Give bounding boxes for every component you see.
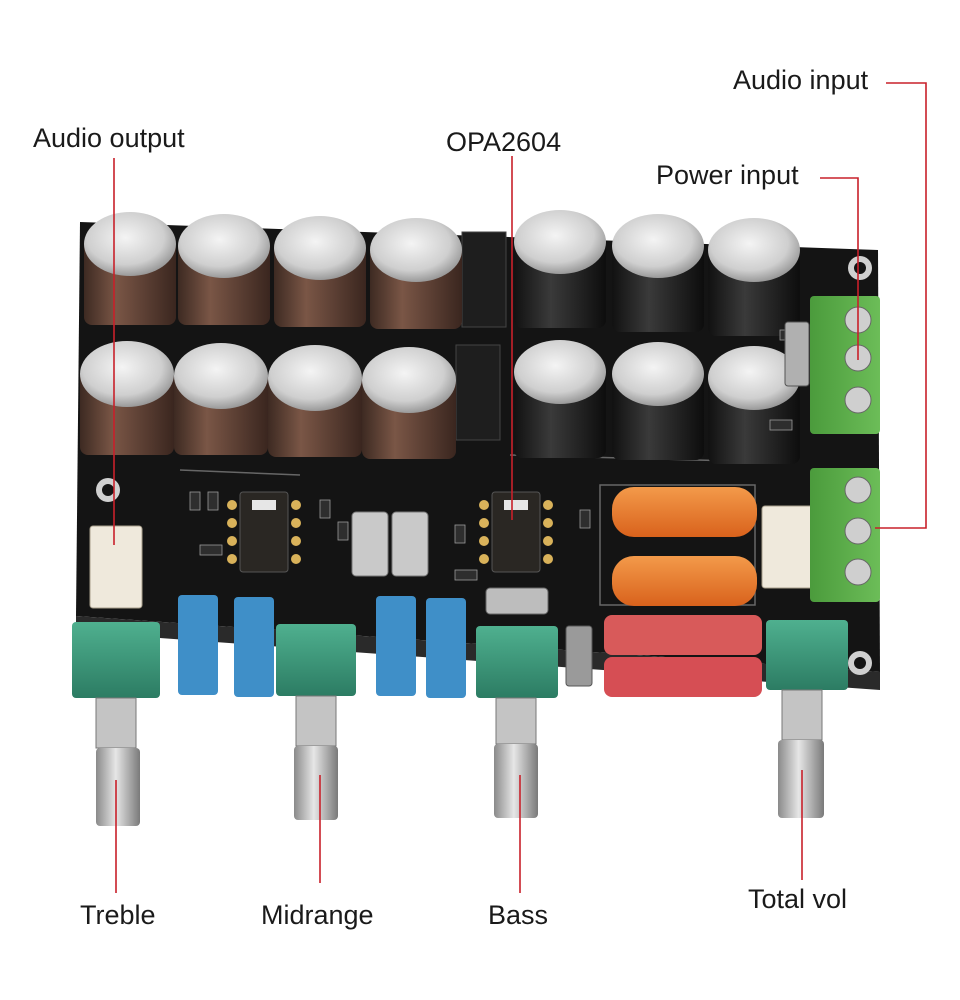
label-bass: Bass — [488, 900, 549, 930]
pot-treble — [72, 622, 160, 826]
leader-audio-input — [875, 82, 927, 529]
label-midrange: Midrange — [261, 900, 374, 930]
terminal-block-power — [810, 296, 880, 434]
capacitors-black — [514, 210, 800, 464]
label-audio-output: Audio output — [33, 123, 185, 153]
label-total-vol: Total vol — [748, 884, 848, 914]
blue-film-caps — [178, 595, 466, 698]
silver-caps — [351, 321, 810, 687]
red-film-caps — [604, 615, 762, 697]
opamp-chip-left — [227, 491, 301, 573]
orange-film-caps — [612, 487, 757, 606]
leader-lines — [113, 82, 927, 893]
label-opa2604: OPA2604 — [446, 127, 562, 157]
pot-total-vol — [766, 620, 848, 818]
label-audio-input: Audio input — [733, 65, 869, 95]
terminal-block-audio — [810, 468, 880, 602]
label-treble: Treble — [80, 900, 156, 930]
pot-midrange — [276, 624, 356, 820]
leader-power-input — [820, 177, 859, 360]
capacitors-brown — [80, 212, 462, 459]
opamp-chip-right — [479, 491, 553, 573]
label-power-input: Power input — [656, 160, 799, 190]
white-connectors — [89, 505, 815, 609]
pot-bass — [476, 626, 558, 818]
